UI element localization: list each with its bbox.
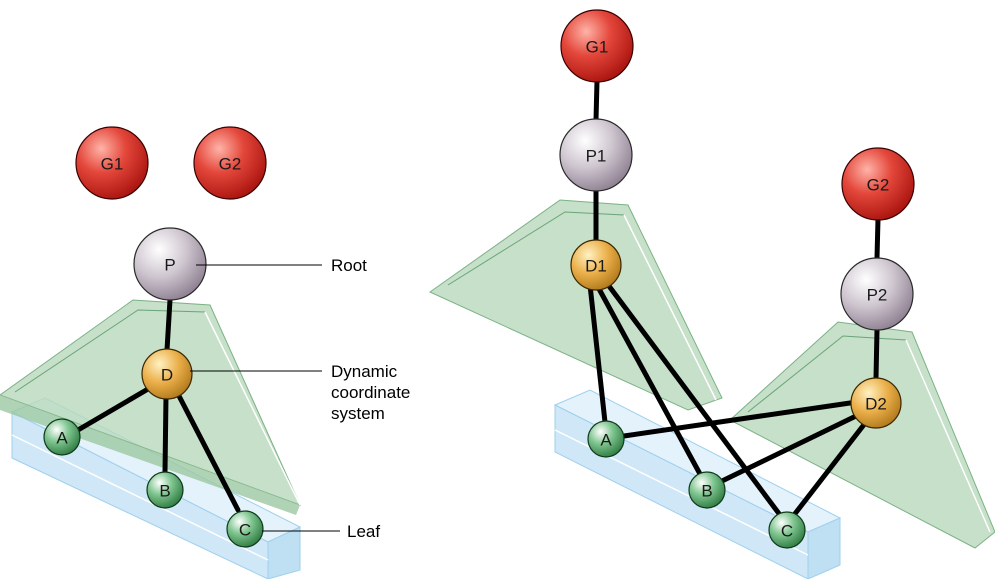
left-node-g2: G2 bbox=[193, 126, 267, 200]
left-node-g1-label: G1 bbox=[101, 155, 124, 174]
left-node-a-label: A bbox=[56, 429, 68, 448]
right-diagram: G1 P1 D1 G2 P2 D2 A B bbox=[429, 9, 995, 579]
right-coordinate-plane-2 bbox=[729, 321, 995, 549]
left-node-g2-label: G2 bbox=[219, 155, 242, 174]
right-node-a: A bbox=[587, 420, 625, 458]
right-node-g2: G2 bbox=[841, 147, 915, 221]
right-node-d1: D1 bbox=[570, 239, 622, 291]
edge-p-d bbox=[164, 297, 173, 353]
edge-d2-b bbox=[719, 413, 859, 484]
right-node-p1: P1 bbox=[559, 118, 633, 192]
right-node-d2-label: D2 bbox=[865, 395, 887, 414]
edge-d-b bbox=[162, 393, 169, 475]
left-node-b: B bbox=[146, 471, 184, 509]
right-node-d1-label: D1 bbox=[585, 257, 607, 276]
dynamic-callout-line2: coordinate bbox=[331, 383, 410, 402]
edge-g2-p2 bbox=[874, 216, 881, 261]
edge-p2-d2 bbox=[873, 327, 880, 381]
left-diagram: G1 G2 P D A B C Root Dynamic bbox=[0, 126, 410, 579]
edge-d-c bbox=[175, 391, 241, 513]
right-node-b-label: B bbox=[701, 482, 712, 501]
edge-d1-c bbox=[603, 279, 783, 518]
left-node-d: D bbox=[141, 348, 193, 400]
right-node-p1-label: P1 bbox=[586, 147, 607, 166]
dynamic-callout-line3: system bbox=[331, 404, 385, 423]
right-node-a-label: A bbox=[600, 431, 612, 450]
right-node-g1: G1 bbox=[560, 9, 634, 83]
left-node-g1: G1 bbox=[75, 126, 149, 200]
edge-d-a bbox=[75, 379, 163, 433]
left-node-a: A bbox=[43, 418, 81, 456]
root-callout: Root bbox=[331, 256, 367, 275]
edge-g1-p1 bbox=[593, 78, 600, 123]
left-node-b-label: B bbox=[159, 482, 170, 501]
dynamic-callout-line1: Dynamic bbox=[331, 362, 398, 381]
edge-d2-a bbox=[621, 400, 853, 439]
edge-d1-a bbox=[587, 282, 608, 425]
edge-d1-b bbox=[595, 284, 703, 477]
right-node-g1-label: G1 bbox=[586, 38, 609, 57]
left-node-c-label: C bbox=[239, 521, 251, 540]
right-node-c: C bbox=[768, 511, 806, 549]
right-node-d2: D2 bbox=[850, 377, 902, 429]
left-node-p-label: P bbox=[164, 256, 175, 275]
leaf-callout: Leaf bbox=[347, 522, 380, 541]
right-node-p2-label: P2 bbox=[867, 286, 888, 305]
edge-d2-c bbox=[791, 419, 869, 518]
right-node-c-label: C bbox=[781, 522, 793, 541]
left-node-d-label: D bbox=[161, 366, 173, 385]
right-node-b: B bbox=[688, 471, 726, 509]
left-node-c: C bbox=[226, 510, 264, 548]
right-coordinate-plane-1 bbox=[429, 199, 723, 411]
right-node-p2: P2 bbox=[840, 257, 914, 331]
right-node-g2-label: G2 bbox=[867, 176, 890, 195]
left-node-p: P bbox=[133, 227, 207, 301]
